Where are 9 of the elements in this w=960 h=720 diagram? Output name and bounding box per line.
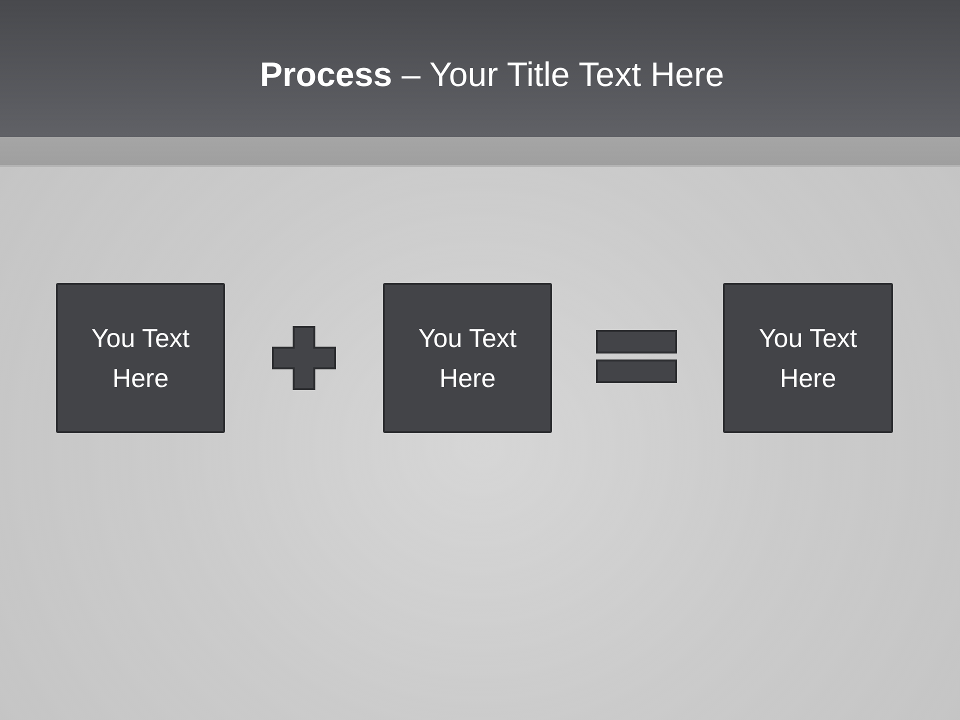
box-text: You Text Here (417, 322, 518, 395)
box-text: You Text Here (90, 322, 191, 395)
process-box (383, 283, 552, 433)
plus-icon (272, 326, 336, 390)
title: Process – Your Title Text Here (260, 55, 724, 96)
process-box (723, 283, 893, 433)
equals-icon (596, 330, 677, 383)
box-text: You Text Here (758, 322, 858, 395)
process-box (56, 283, 225, 433)
